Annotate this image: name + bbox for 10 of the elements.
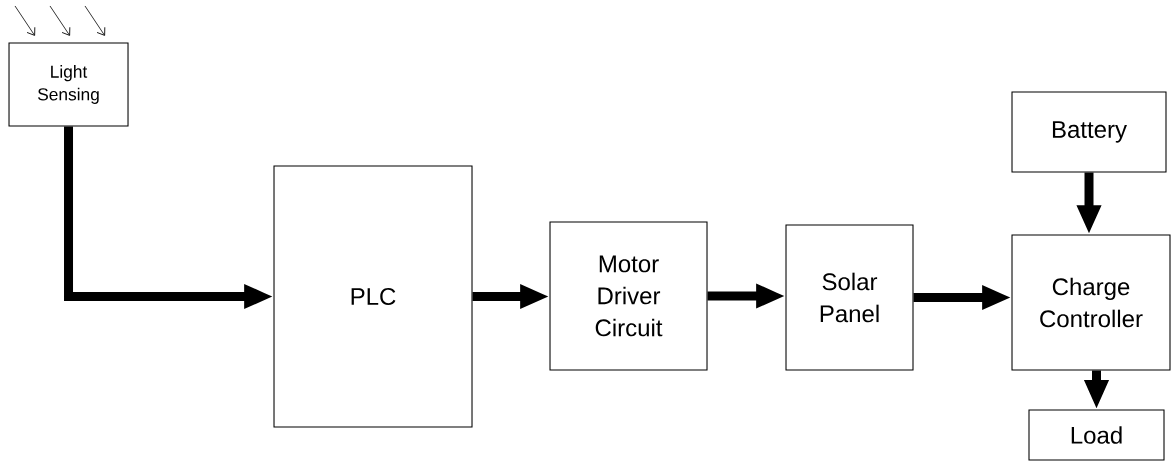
light-ray-arrow bbox=[84, 5, 106, 36]
block-box: Motor Driver Circuit bbox=[549, 221, 708, 371]
block-box: Solar Panel bbox=[785, 224, 914, 371]
block-box: Battery bbox=[1011, 91, 1167, 173]
block-box: Light Sensing bbox=[8, 42, 129, 127]
block-box: PLC bbox=[273, 165, 473, 428]
block-box: Load bbox=[1028, 409, 1165, 461]
light-ray-arrow bbox=[49, 5, 71, 36]
block-box: Charge Controller bbox=[1011, 234, 1171, 371]
light-ray-arrow bbox=[14, 5, 36, 36]
